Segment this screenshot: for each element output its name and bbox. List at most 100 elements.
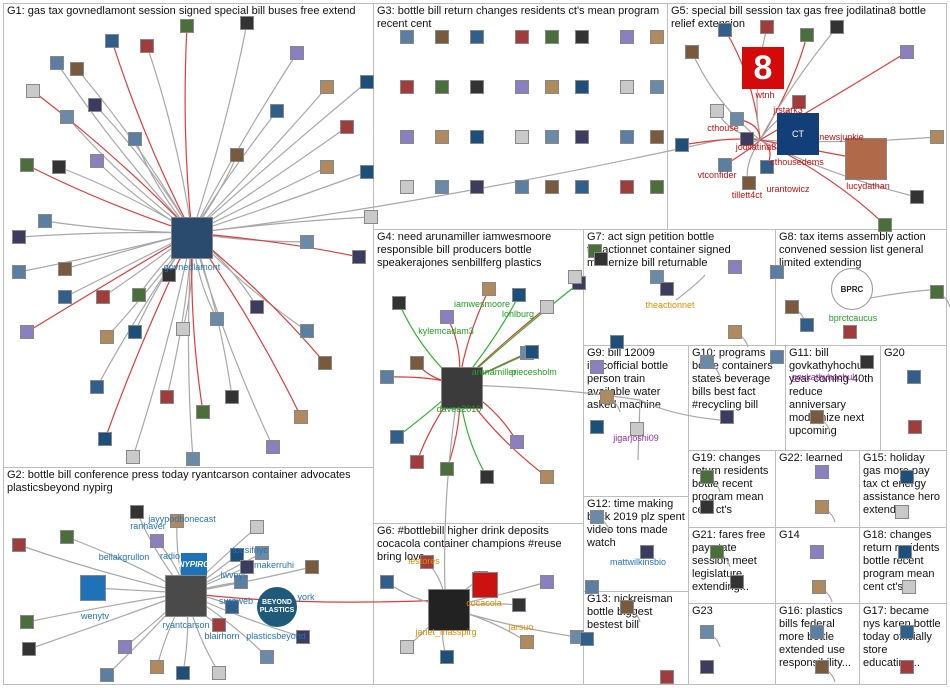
bprc-logo[interactable]: BPRC: [831, 268, 873, 310]
g3-node[interactable]: [515, 130, 529, 144]
g3-node[interactable]: [515, 80, 529, 94]
g3-node[interactable]: [545, 80, 559, 94]
g1-node[interactable]: [180, 19, 194, 33]
g2-node[interactable]: [150, 534, 164, 548]
small-node[interactable]: [660, 670, 674, 684]
label-arunamiller[interactable]: arunamiller: [471, 367, 517, 377]
g1-node[interactable]: [300, 324, 314, 338]
small-node[interactable]: [590, 360, 604, 374]
g3-node[interactable]: [575, 130, 589, 144]
small-node[interactable]: [610, 335, 624, 349]
g1-node[interactable]: [294, 410, 308, 424]
davea2010-avatar[interactable]: [441, 367, 483, 409]
g3-node[interactable]: [575, 180, 589, 194]
g4-node[interactable]: [410, 455, 424, 469]
beyond-plastics-logo[interactable]: BEYOND PLASTICS: [257, 587, 297, 627]
label-makerruhi[interactable]: makerruhi: [253, 560, 295, 570]
g3-node[interactable]: [515, 30, 529, 44]
label-lestores[interactable]: lestores: [408, 556, 440, 566]
label-janet-masspirg[interactable]: janet_masspirg: [415, 627, 477, 637]
g5-node[interactable]: [910, 190, 924, 204]
g1-node[interactable]: [290, 46, 304, 60]
small-node[interactable]: [728, 325, 742, 339]
label-govkathyhochul[interactable]: govkathyhochul: [791, 372, 855, 382]
g1-node[interactable]: [364, 210, 378, 224]
g2-node[interactable]: [100, 668, 114, 682]
g5-node[interactable]: [718, 158, 732, 172]
g1-node[interactable]: [38, 214, 52, 228]
g4-node[interactable]: [540, 470, 554, 484]
g3-node[interactable]: [545, 30, 559, 44]
g3-node[interactable]: [400, 80, 414, 94]
g1-node[interactable]: [88, 98, 102, 112]
g1-node[interactable]: [60, 110, 74, 124]
label-urantowicz[interactable]: urantowicz: [766, 184, 810, 194]
label-davea2010[interactable]: davea2010: [436, 404, 482, 414]
label-mattwilkinsbio[interactable]: mattwilkinsbio: [609, 557, 667, 567]
wenytv-avatar[interactable]: [80, 575, 106, 601]
g3-node[interactable]: [575, 80, 589, 94]
small-node[interactable]: [843, 325, 857, 339]
g2-node[interactable]: [20, 615, 34, 629]
lucydathan-avatar[interactable]: [845, 138, 887, 180]
label-vtconfider[interactable]: vtconfider: [697, 170, 737, 180]
label-wtnh[interactable]: wtnh: [755, 90, 775, 100]
g1-node[interactable]: [58, 262, 72, 276]
small-node[interactable]: [640, 545, 654, 559]
label-govnedlamont[interactable]: govnedlamont: [163, 262, 221, 272]
g3-node[interactable]: [620, 80, 634, 94]
small-node[interactable]: [895, 505, 909, 519]
small-node[interactable]: [900, 470, 914, 484]
small-node[interactable]: [580, 632, 594, 646]
g1-node[interactable]: [210, 312, 224, 326]
small-node[interactable]: [907, 370, 921, 384]
g1-node[interactable]: [26, 84, 40, 98]
g3-node[interactable]: [575, 30, 589, 44]
g1-node[interactable]: [230, 148, 244, 162]
g5-node[interactable]: [685, 45, 699, 59]
label-ctnewsjunkie[interactable]: ctnewsjunkie: [812, 132, 864, 142]
label-jodilatina8[interactable]: jodilatina8: [735, 142, 777, 152]
cocacola-avatar[interactable]: [472, 572, 498, 598]
g5-node[interactable]: [760, 160, 774, 174]
g3-node[interactable]: [650, 180, 664, 194]
g5-node[interactable]: [710, 104, 724, 118]
g1-node[interactable]: [12, 230, 26, 244]
g2-node[interactable]: [305, 560, 319, 574]
g5-node[interactable]: [740, 132, 754, 146]
g1-node[interactable]: [12, 265, 26, 279]
small-node[interactable]: [730, 575, 744, 589]
small-node[interactable]: [900, 625, 914, 639]
small-node[interactable]: [815, 500, 829, 514]
g2-node[interactable]: [234, 575, 248, 589]
small-node[interactable]: [568, 270, 582, 284]
label-jarsuo[interactable]: jarsuo: [508, 622, 534, 632]
label-cthousedems[interactable]: cthousedems: [770, 157, 824, 167]
label-cocacola[interactable]: cocacola: [466, 598, 502, 608]
g1-node[interactable]: [320, 160, 334, 174]
g5-node[interactable]: [675, 138, 689, 152]
small-node[interactable]: [710, 545, 724, 559]
small-node[interactable]: [700, 470, 714, 484]
g1-node[interactable]: [320, 80, 334, 94]
small-node[interactable]: [700, 500, 714, 514]
g5-node[interactable]: [718, 23, 732, 37]
small-node[interactable]: [810, 545, 824, 559]
g4-node[interactable]: [510, 435, 524, 449]
g3-node[interactable]: [400, 180, 414, 194]
g2-node[interactable]: [296, 630, 310, 644]
g2-node[interactable]: [230, 548, 244, 562]
g1-node[interactable]: [90, 154, 104, 168]
g1-node[interactable]: [52, 160, 66, 174]
small-node[interactable]: [600, 390, 614, 404]
nypirg-logo[interactable]: NYPIRG: [179, 553, 209, 575]
g1-node[interactable]: [250, 300, 264, 314]
small-node[interactable]: [590, 510, 604, 524]
g5-node[interactable]: [730, 112, 744, 126]
g1-node[interactable]: [160, 390, 174, 404]
g6-node[interactable]: [420, 555, 434, 569]
g2-node[interactable]: [130, 505, 144, 519]
small-node[interactable]: [700, 660, 714, 674]
g3-node[interactable]: [470, 180, 484, 194]
g2-node[interactable]: [255, 546, 269, 560]
